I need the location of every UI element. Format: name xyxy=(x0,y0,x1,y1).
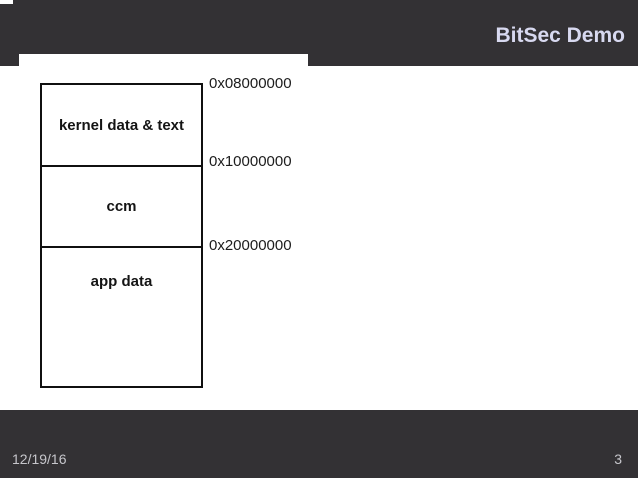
address-label-0x08000000: 0x08000000 xyxy=(209,75,292,92)
address-label-0x20000000: 0x20000000 xyxy=(209,237,292,254)
address-label-0x10000000: 0x10000000 xyxy=(209,153,292,170)
footer-date: 12/19/16 xyxy=(12,451,67,467)
slide-title: BitSec Demo xyxy=(495,24,625,47)
memory-section-app-data: app data xyxy=(42,248,201,386)
footer-band: 12/19/16 3 xyxy=(0,410,638,478)
memory-map-box: kernel data & text ccm app data xyxy=(40,83,203,388)
memory-section-kernel-label: kernel data & text xyxy=(58,116,185,134)
memory-section-ccm: ccm xyxy=(42,167,201,248)
footer-page-number: 3 xyxy=(614,451,622,467)
memory-section-ccm-label: ccm xyxy=(106,198,137,215)
corner-notch xyxy=(0,0,13,4)
memory-section-app-data-label: app data xyxy=(90,273,153,290)
memory-section-kernel: kernel data & text xyxy=(42,85,201,167)
